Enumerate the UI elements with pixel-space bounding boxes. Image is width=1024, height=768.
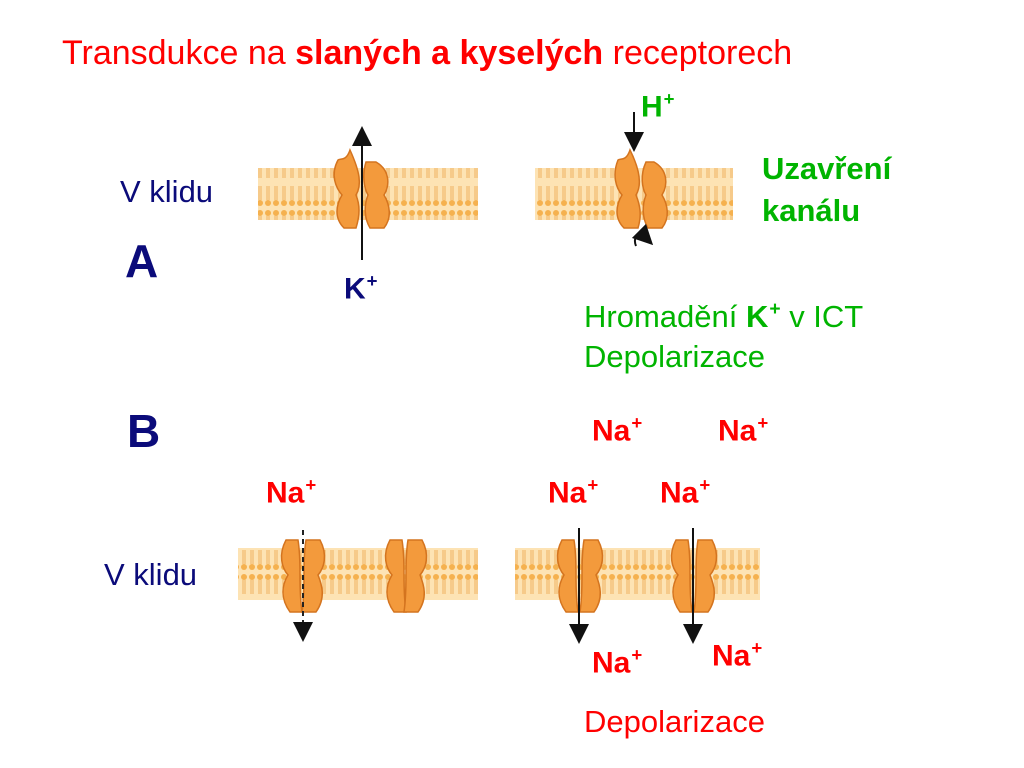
channel-closure-label: Uzavření kanálu	[762, 148, 891, 232]
na-ion-label: Na+	[660, 474, 710, 511]
membrane-a-closed	[535, 112, 733, 247]
na-symbol: Na	[266, 476, 305, 510]
section-b-label: B	[127, 405, 161, 457]
k-channel-open	[333, 147, 390, 229]
na-symbol: Na	[592, 414, 631, 448]
rest-label-a: V klidu	[120, 174, 214, 209]
title-bold: slaných a kyselých	[295, 34, 604, 72]
accumulation-text: Hromadění K+ v ICT Depolarizace	[584, 290, 863, 377]
rest-label-b: V klidu	[104, 557, 198, 592]
h-ion-label: H+	[641, 88, 675, 125]
accumulation-ion: K	[745, 298, 769, 334]
na-ion-label: Na+	[548, 474, 598, 511]
na-symbol: Na	[660, 476, 699, 510]
section-a-label: A	[125, 235, 159, 287]
na-charge: +	[631, 412, 643, 433]
na-charge: +	[631, 644, 643, 665]
accumulation-suffix: v ICT	[780, 298, 864, 334]
na-charge: +	[587, 474, 599, 495]
na-symbol: Na	[548, 476, 587, 510]
na-channel-1	[280, 539, 326, 613]
na-charge: +	[757, 412, 769, 433]
na-ion-label: Na+	[712, 637, 762, 674]
na-charge: +	[699, 474, 711, 495]
na-ion-label: Na+	[592, 644, 642, 681]
k-channel-closed	[614, 148, 668, 229]
accumulation-line: Hromadění K+ v ICT	[584, 290, 863, 337]
depolarization-b: Depolarizace	[584, 704, 765, 739]
h-ion-symbol: H	[641, 90, 663, 124]
channel-closure-line1: Uzavření	[762, 151, 892, 186]
na-ion-label: Na+	[592, 412, 642, 449]
na-ion-label: Na+	[266, 474, 316, 511]
page-title: Transdukce na slaných a kyselých recepto…	[62, 34, 792, 73]
channel-closure-line2: kanálu	[762, 193, 861, 228]
accumulation-charge: +	[769, 299, 781, 320]
na-symbol: Na	[592, 646, 631, 680]
na-symbol: Na	[718, 414, 757, 448]
membrane-a-rest	[258, 126, 478, 260]
accumulation-prefix: Hromadění	[584, 298, 746, 334]
k-ion-charge: +	[366, 270, 378, 291]
membrane-b-active	[515, 528, 760, 644]
na-charge: +	[305, 474, 317, 495]
na-symbol: Na	[712, 639, 751, 673]
na-ion-label: Na+	[718, 412, 768, 449]
blocked-arrow	[631, 223, 654, 247]
na-channel-4	[670, 539, 718, 613]
depolarization-a: Depolarizace	[584, 338, 765, 374]
k-ion-label: K+	[344, 270, 378, 307]
na-charge: +	[751, 637, 763, 658]
title-suffix: receptorech	[603, 34, 793, 72]
h-ion-charge: +	[663, 88, 675, 109]
k-ion-symbol: K	[344, 272, 366, 306]
membrane-b-rest	[238, 530, 478, 642]
na-channel-2	[384, 539, 428, 613]
title-prefix: Transdukce na	[62, 34, 296, 72]
